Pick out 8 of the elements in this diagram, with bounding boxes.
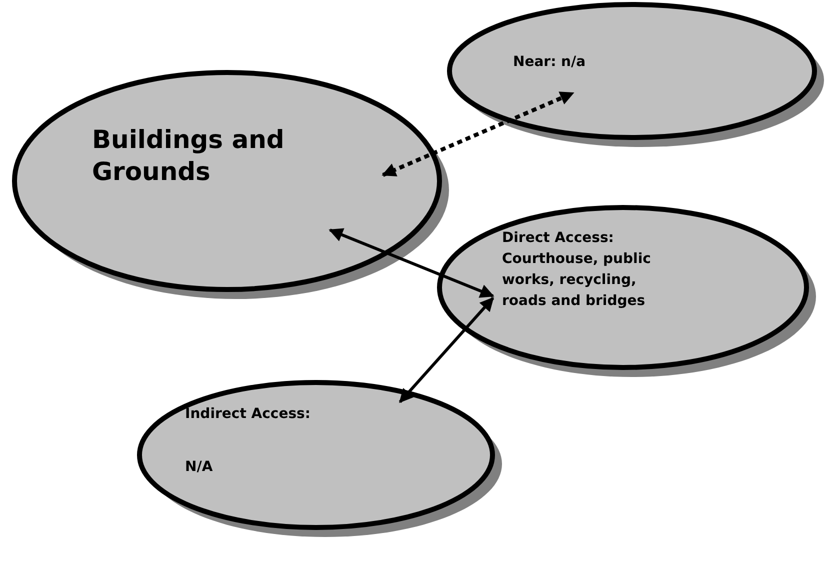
node-text: Direct Access: Courthouse, public works, recycling, roads and bridges (502, 229, 652, 311)
node-text: Buildings and Grounds (92, 124, 286, 188)
node-text: Indirect Access: (185, 405, 312, 424)
node-text: N/A (185, 458, 214, 477)
double-arrow (328, 228, 494, 298)
double-arrow (398, 296, 494, 404)
node-text: Near: n/a (513, 53, 587, 72)
double-arrow (382, 91, 574, 177)
